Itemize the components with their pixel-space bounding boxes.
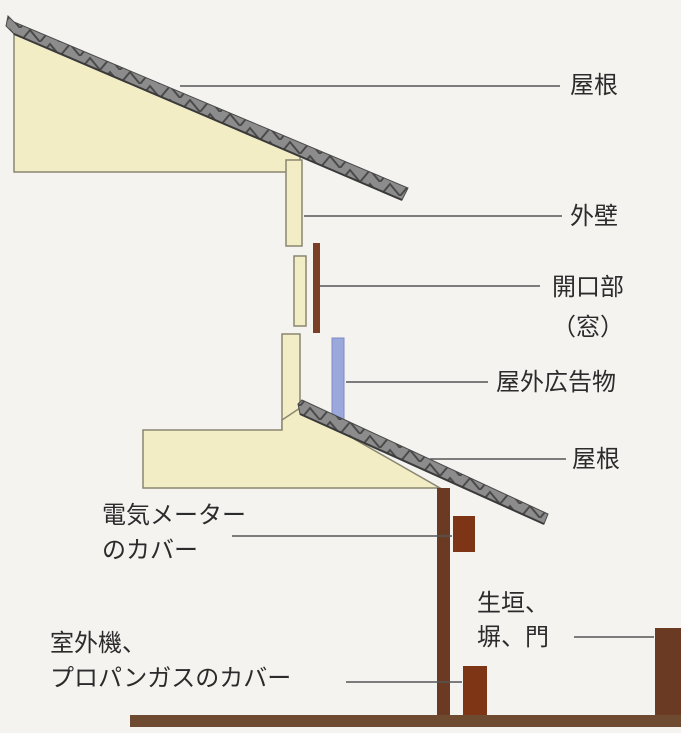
label-hedge-line2: 塀、門 bbox=[477, 623, 549, 651]
house-post bbox=[437, 488, 450, 718]
label-outdoor-ad: 屋外広告物 bbox=[496, 368, 616, 396]
label-ac-line1: 室外機、 bbox=[50, 629, 146, 657]
lower-roof-tile-edge bbox=[299, 413, 545, 525]
label-roof-upper: 屋根 bbox=[570, 71, 618, 99]
upper-outer-wall bbox=[285, 159, 303, 247]
label-hedge-line1: 生垣、 bbox=[477, 589, 549, 617]
lower-roof-tiles bbox=[297, 399, 549, 525]
outdoor-ad-board bbox=[331, 337, 345, 421]
label-roof-lower: 屋根 bbox=[572, 445, 620, 473]
upper-roof-tile-edge bbox=[13, 33, 403, 201]
window-frame bbox=[313, 243, 320, 333]
window-panel bbox=[293, 255, 307, 327]
label-outer-wall: 外壁 bbox=[570, 202, 618, 230]
label-meter-line1: 電気メーター bbox=[102, 501, 246, 529]
ac-propane-cover bbox=[463, 666, 487, 716]
electric-meter-cover bbox=[453, 516, 475, 552]
leader-lines bbox=[180, 85, 654, 683]
fence-gate-post bbox=[655, 628, 681, 718]
label-opening-line2: （窓） bbox=[552, 313, 624, 341]
label-opening-line1: 開口部 bbox=[552, 273, 624, 301]
label-meter-line2: のカバー bbox=[102, 536, 198, 564]
label-ac-line2: プロパンガスのカバー bbox=[50, 664, 292, 692]
ground bbox=[130, 715, 681, 727]
